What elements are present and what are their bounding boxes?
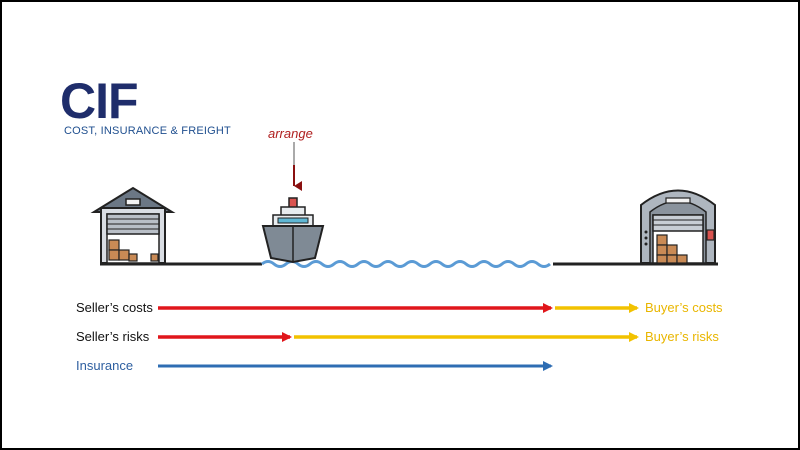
arrange-label: arrange xyxy=(268,126,313,141)
seller-warehouse-icon xyxy=(90,186,176,264)
insurance-label: Insurance xyxy=(76,358,134,373)
water-wave xyxy=(261,260,551,268)
page-title: CIF xyxy=(60,73,139,129)
sellers-risks-label: Seller’s risks xyxy=(76,329,150,344)
buyers-costs-label: Buyer’s costs xyxy=(645,300,723,315)
buyers-risks-label: Buyer’s risks xyxy=(645,329,719,344)
page-subtitle: COST, INSURANCE & FREIGHT xyxy=(64,125,231,137)
ship-icon xyxy=(261,197,325,264)
sellers-costs-label: Seller’s costs xyxy=(76,300,153,315)
buyer-warehouse-icon xyxy=(640,189,716,264)
